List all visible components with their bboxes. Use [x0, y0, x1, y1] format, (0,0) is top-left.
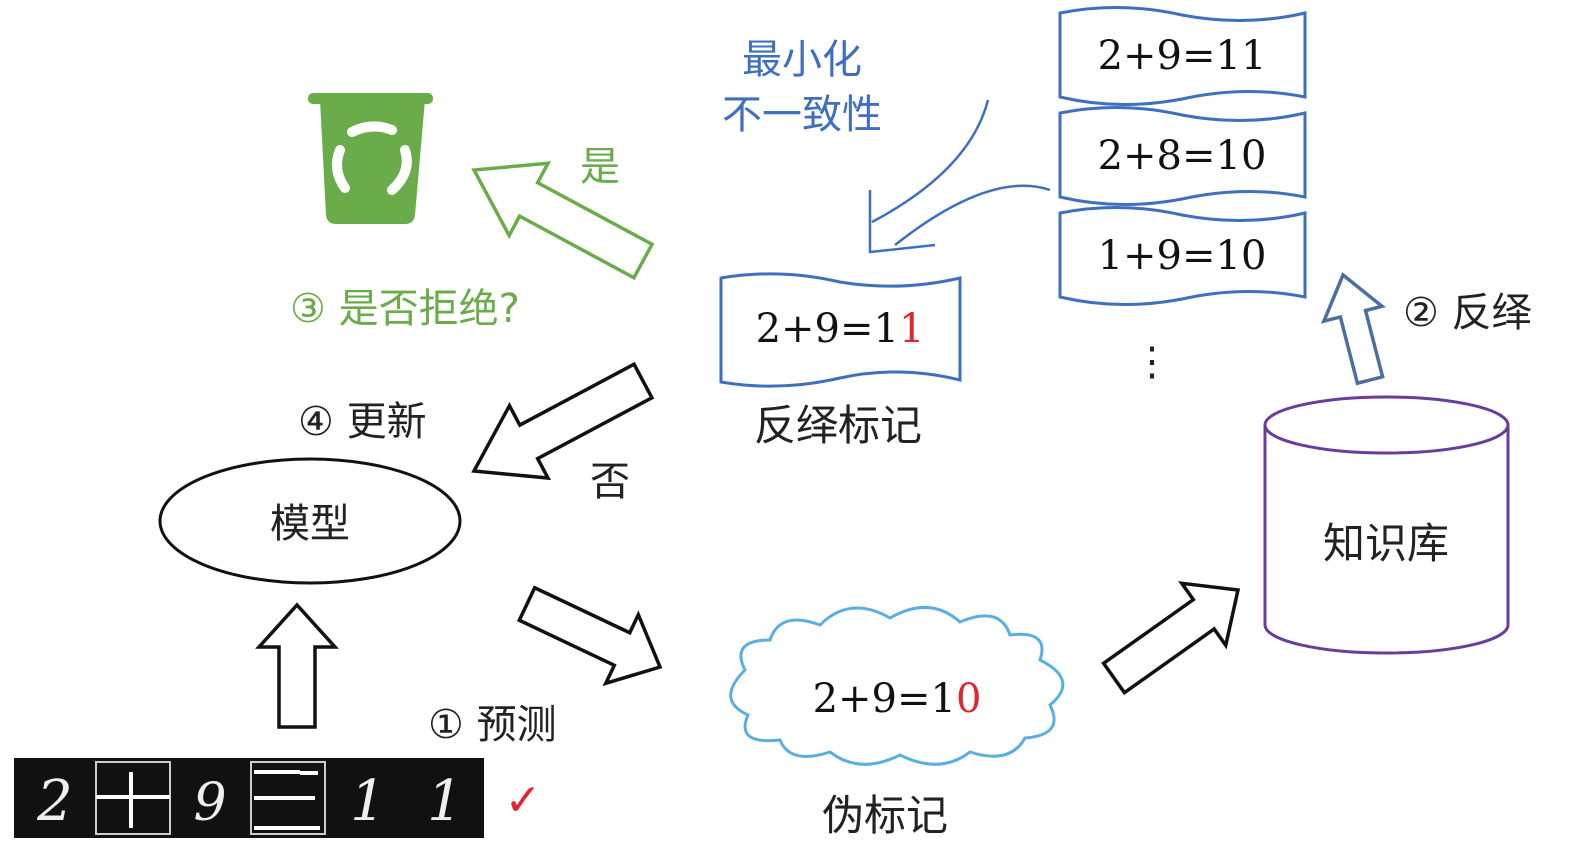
abduced-label-document — [719, 272, 962, 388]
abduced-label-equation: 2+9=11 — [756, 306, 925, 352]
knowledge-base-cylinder — [1263, 395, 1510, 655]
input-image-strip: 2 9 1 1 — [14, 758, 484, 838]
digit-image-2: 2 — [36, 769, 73, 834]
abduced-label-caption: 反绎标记 — [754, 401, 922, 450]
reject-yes-arrow — [471, 161, 655, 281]
abduce-label: ② 反绎 — [1403, 290, 1532, 336]
digit-image-1b: 1 — [427, 769, 463, 834]
candidate-equation: 2+9=11 — [1098, 33, 1267, 79]
candidate-document — [1058, 206, 1307, 306]
to-pseudo-arrow — [516, 585, 663, 687]
pseudo-label-equation: 2+9=10 — [813, 676, 982, 722]
predict-up-arrow — [255, 602, 339, 729]
abduce-arrow — [1320, 272, 1386, 386]
knowledge-base-label: 知识库 — [1323, 519, 1449, 568]
candidate-stack: 2+9=11 2+8=10 1+9=10 — [1058, 6, 1307, 306]
recycle-bin-icon — [308, 93, 433, 224]
digit-image-9: 9 — [193, 773, 226, 833]
yes-label: 是 — [580, 144, 620, 190]
pseudo-label-caption: 伪标记 — [822, 791, 948, 840]
more-candidates-ellipsis: ⋮ — [1132, 339, 1172, 385]
to-knowledge-arrow — [1101, 581, 1241, 696]
pseudo-label-cloud — [729, 606, 1065, 766]
digit-image-1a: 1 — [350, 769, 386, 834]
update-label: ④ 更新 — [298, 399, 427, 445]
predict-label: ① 预测 — [428, 702, 557, 748]
no-label: 否 — [590, 459, 630, 505]
model-node — [158, 457, 462, 585]
model-label: 模型 — [270, 501, 350, 547]
candidate-document — [1058, 106, 1307, 206]
candidate-equation: 1+9=10 — [1098, 233, 1267, 279]
minimize-curve-arrows — [868, 99, 1051, 254]
candidate-equation: 2+8=10 — [1098, 133, 1267, 179]
minimize-label-line2: 不一致性 — [722, 92, 882, 138]
minimize-label-line1: 最小化 — [742, 37, 862, 83]
candidate-document — [1058, 6, 1307, 106]
reject-no-arrow — [471, 361, 655, 481]
check-icon: ✓ — [505, 775, 542, 826]
reject-question-label: ③ 是否拒绝? — [290, 286, 520, 332]
